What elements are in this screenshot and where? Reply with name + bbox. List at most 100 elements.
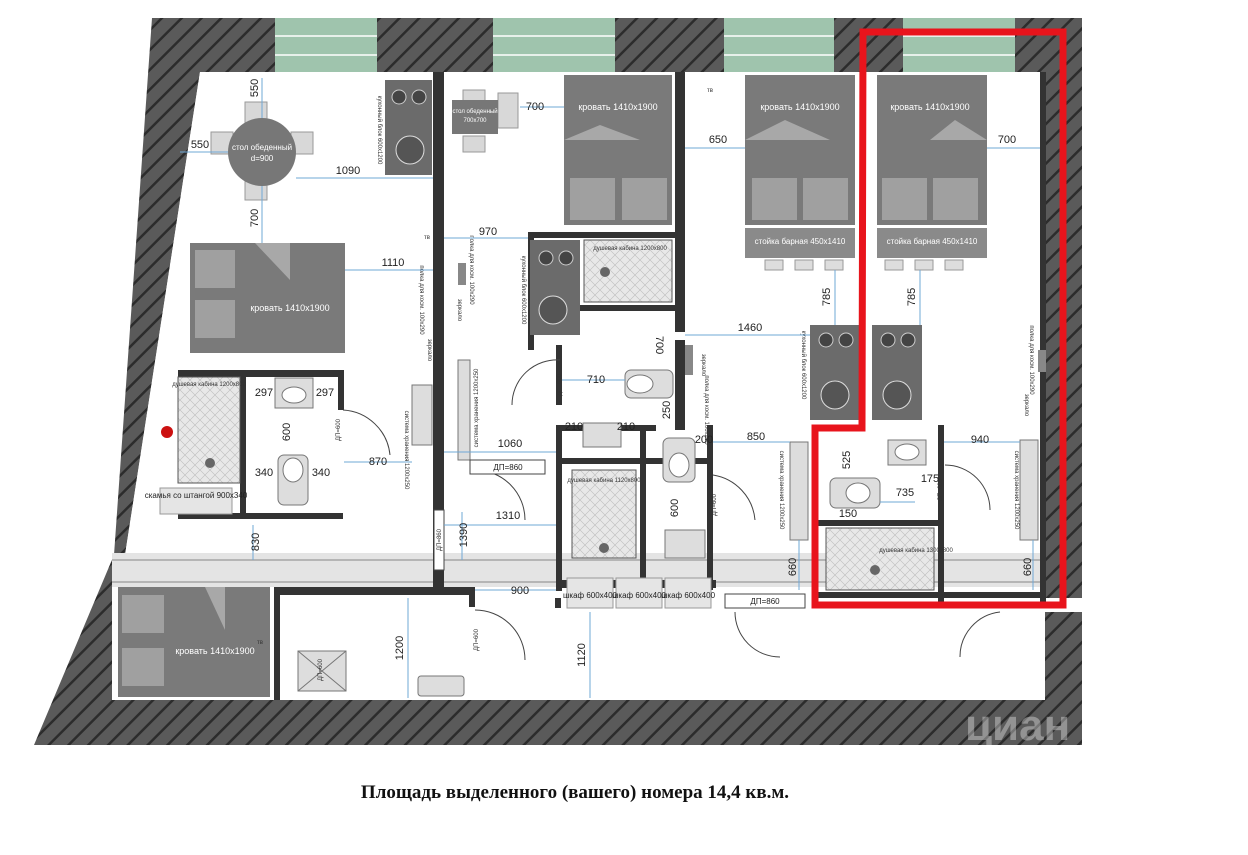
shower-2: душевая кабина 1200x800 xyxy=(583,239,673,303)
wardrobes: шкаф 600x400 шкаф 600x400 шкаф 600x400 xyxy=(563,577,716,609)
kitchen-label-2: кухонный блок 600x1200 xyxy=(520,256,527,325)
dim-850: 850 xyxy=(747,431,765,443)
dim-200: 200 xyxy=(695,434,713,446)
dim-1110: 1110 xyxy=(382,257,405,269)
window-2 xyxy=(493,18,615,72)
dim-900: 900 xyxy=(511,585,529,597)
dim-210-a: 210 xyxy=(565,421,583,433)
dining-table-label: стол обеденный xyxy=(232,143,292,152)
storage-systems: система хранения 1200x250 система хранен… xyxy=(403,359,1039,541)
dim-660-b: 660 xyxy=(1022,558,1034,576)
wardrobe-1-label: шкаф 600x400 xyxy=(563,591,618,600)
dining-table-sq-size: 700x700 xyxy=(463,118,487,124)
wardrobe-3-label: шкаф 600x400 xyxy=(661,591,716,600)
window-3 xyxy=(724,18,834,72)
wardrobe-2-label: шкаф 600x400 xyxy=(612,591,667,600)
windows xyxy=(275,18,1015,72)
window-4 xyxy=(903,18,1015,72)
dim-340-b: 340 xyxy=(312,467,330,479)
shelf-2-label: полка для косм. 100x290 xyxy=(418,265,424,335)
door-label-4: ДП=600 xyxy=(336,418,342,441)
dim-550-top: 550 xyxy=(249,79,261,97)
bed-2-label: кровать 1410x1900 xyxy=(578,102,657,112)
bed-2: кровать 1410x1900 xyxy=(564,75,672,225)
bed-4-label: кровать 1410x1900 xyxy=(890,102,969,112)
dim-600-a: 600 xyxy=(281,423,293,441)
bar-counter-2: стойка барная 450x1410 xyxy=(877,228,987,271)
door-label-1: ДП=860 xyxy=(493,463,523,472)
dim-1460: 1460 xyxy=(738,322,762,334)
door-label-7: ДП=600 xyxy=(938,478,944,501)
bed-3: кровать 1410x1900 xyxy=(745,75,855,225)
dining-table-round: стол обеденный d=900 xyxy=(210,101,314,201)
dim-830: 830 xyxy=(250,533,262,551)
bed-1: кровать 1410x1900 xyxy=(190,243,345,353)
shelf-1-label: полка для косм. 100x290 xyxy=(468,235,474,305)
tv-3-label: тв xyxy=(257,640,263,646)
dim-150: 150 xyxy=(839,508,857,520)
dining-table-sq-label: стол обеденный xyxy=(452,108,497,115)
mirror-1-label: зеркало xyxy=(456,299,462,322)
shower-3: душевая кабина 1120x800 xyxy=(567,469,641,559)
door-label-8: ДП=600 xyxy=(474,628,480,651)
door-label-9: ДП=600 xyxy=(318,658,324,681)
dim-700-c: 700 xyxy=(998,134,1016,146)
storage-4-label: система хранения 1200x250 xyxy=(1013,451,1019,530)
door-label-5: ДП=600 xyxy=(557,373,563,396)
storage-2-label: система хранения 1200x250 xyxy=(474,368,480,447)
tv-2-label: тв xyxy=(707,88,713,94)
dim-1090: 1090 xyxy=(336,165,360,177)
dim-175: 175 xyxy=(921,473,939,485)
mirror-4-label: зеркало xyxy=(1023,394,1029,417)
bath-4-fixtures xyxy=(829,439,927,509)
door-label-3: ДП=860 xyxy=(437,528,443,551)
kitchen-label-3: кухонный блок 600x1200 xyxy=(800,331,807,400)
dim-785-a: 785 xyxy=(821,288,833,306)
shower-4: душевая кабина 1300x800 xyxy=(825,527,953,591)
dimension-lines xyxy=(180,78,1040,698)
area-caption: Площадь выделенного (вашего) номера 14,4… xyxy=(360,782,790,803)
bench: скамья со штангой 900x340 xyxy=(145,487,248,515)
dim-210-b: 210 xyxy=(617,421,635,433)
shower-4-label: душевая кабина 1300x800 xyxy=(879,548,953,554)
mirror-3-label: зеркало xyxy=(700,354,706,377)
tv-1-label: тв xyxy=(424,235,430,241)
dim-297-a: 297 xyxy=(255,387,273,399)
bar-counter-1: стойка барная 450x1410 xyxy=(745,228,855,271)
dining-table-size: d=900 xyxy=(251,154,274,163)
dim-700-d: 700 xyxy=(653,336,665,354)
storage-3-label: система хранения 1200x250 xyxy=(778,451,784,530)
dim-700-a: 700 xyxy=(249,209,261,227)
dim-297-b: 297 xyxy=(316,387,334,399)
bath-2-fixtures xyxy=(582,369,706,559)
shower-2-label: душевая кабина 1200x800 xyxy=(593,246,667,252)
bar-2-label: стойка барная 450x1410 xyxy=(887,237,978,246)
dimension-labels: 550 550 1090 700 700 700 700 650 970 111… xyxy=(191,79,1034,667)
shower-1: душевая кабина 1200x800 xyxy=(172,376,246,484)
shower-1-label: душевая кабина 1200x800 xyxy=(172,382,246,388)
dining-table-square: стол обеденный 700x700 xyxy=(452,89,519,153)
dim-660-a: 660 xyxy=(787,558,799,576)
bar-1-label: стойка барная 450x1410 xyxy=(755,237,846,246)
doors xyxy=(342,359,1001,661)
kitchen-label-1: кухонный блок 600x1200 xyxy=(376,96,383,165)
dim-650: 650 xyxy=(709,134,727,146)
storage-box xyxy=(297,650,465,697)
dim-550-left: 550 xyxy=(191,139,209,151)
bed-4: кровать 1410x1900 xyxy=(877,75,987,225)
shelf-4-label: полка для косм. 100x290 xyxy=(1028,325,1034,395)
kitchen-block-1: кухонный блок 600x1200 xyxy=(376,80,432,175)
dim-710: 710 xyxy=(587,374,605,386)
bath-1-fixtures xyxy=(274,377,314,506)
dim-600-b: 600 xyxy=(669,499,681,517)
dim-1310: 1310 xyxy=(496,510,520,522)
dim-785-b: 785 xyxy=(906,288,918,306)
bed-3-label: кровать 1410x1900 xyxy=(760,102,839,112)
door-label-2: ДП=860 xyxy=(750,597,780,606)
dim-940: 940 xyxy=(971,434,989,446)
bed-5-label: кровать 1410x1900 xyxy=(175,646,254,656)
door-label-6: ДП=600 xyxy=(712,493,718,516)
dim-735: 735 xyxy=(896,487,914,499)
watermark-text: циан xyxy=(965,701,1070,750)
window-1 xyxy=(275,18,377,72)
